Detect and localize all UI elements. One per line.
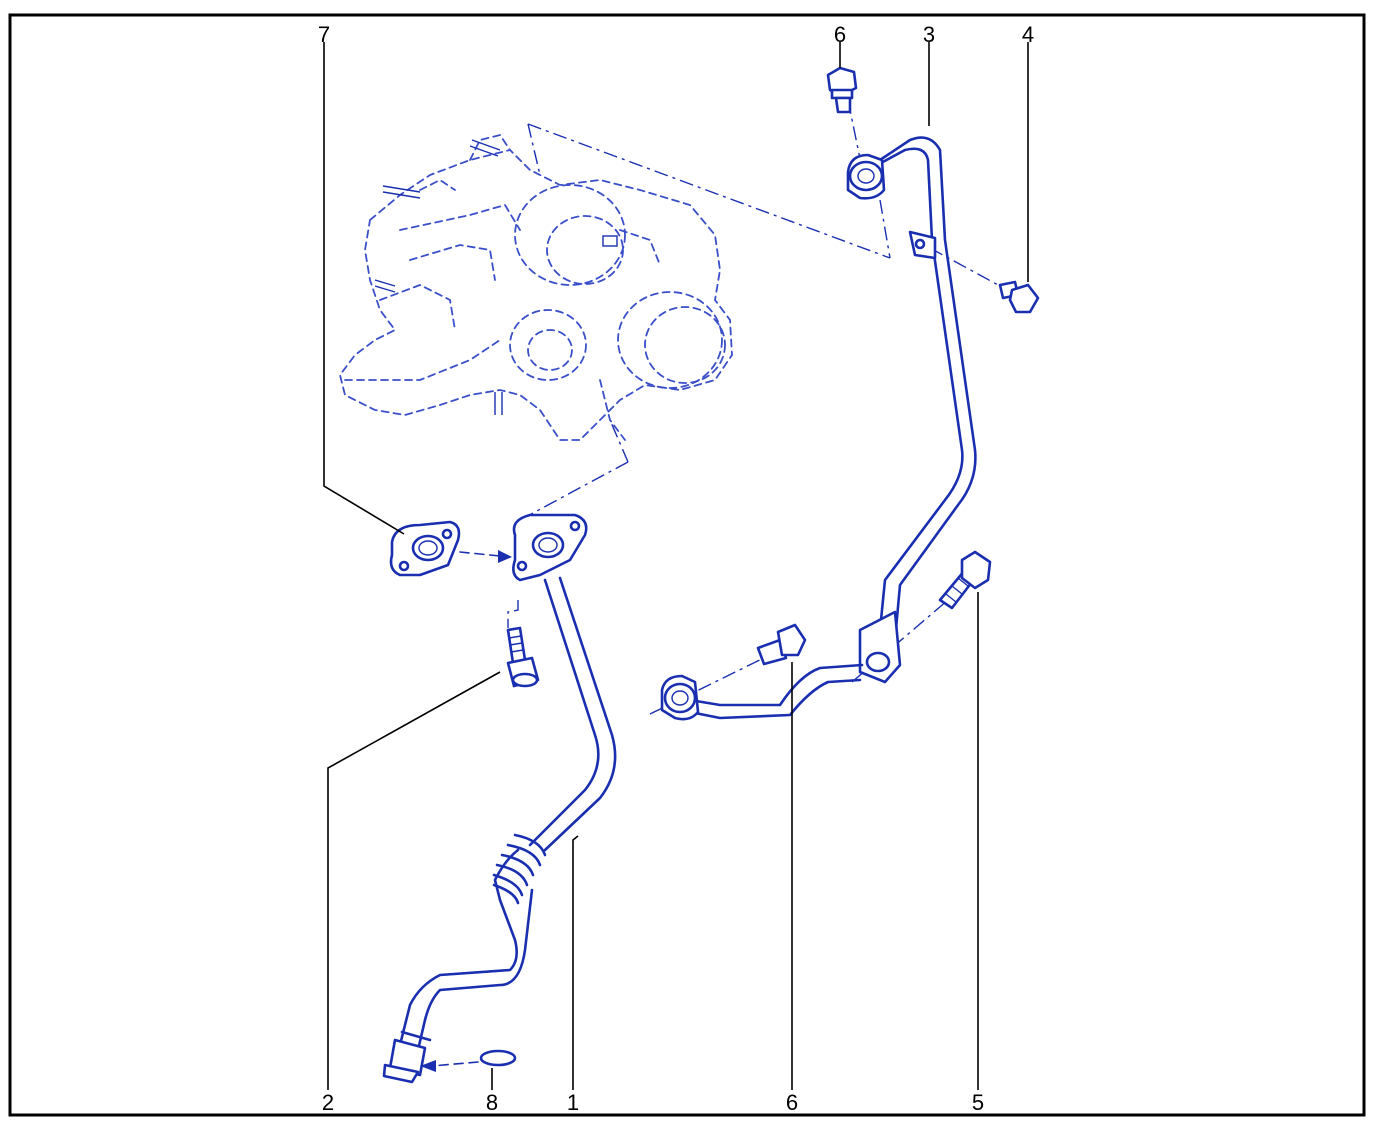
flange-bolt bbox=[506, 626, 540, 688]
oil-feed-pipe bbox=[660, 136, 977, 721]
callout-7: 7 bbox=[318, 22, 330, 47]
callout-labels: 7 6 3 4 2 8 1 6 5 bbox=[318, 22, 1034, 1115]
pipe-bracket-bolt bbox=[938, 550, 992, 610]
flange-gasket bbox=[389, 520, 512, 577]
turbocharger-ghost-outline bbox=[339, 133, 733, 441]
o-ring bbox=[420, 1049, 517, 1072]
callout-leaders bbox=[323, 42, 1029, 1090]
diagram-frame bbox=[8, 13, 1366, 1117]
banjo-bolt-bottom bbox=[756, 623, 807, 666]
callout-5: 5 bbox=[972, 1090, 984, 1115]
callout-6-top: 6 bbox=[834, 22, 846, 47]
callout-1: 1 bbox=[567, 1090, 579, 1115]
callout-4: 4 bbox=[1022, 22, 1034, 47]
bracket-bolt bbox=[998, 280, 1040, 314]
callout-8: 8 bbox=[486, 1090, 498, 1115]
callout-2: 2 bbox=[322, 1090, 334, 1115]
oil-return-pipe bbox=[382, 513, 617, 1084]
alignment-centerlines bbox=[507, 99, 1001, 715]
callout-3: 3 bbox=[923, 22, 935, 47]
banjo-bolt-top bbox=[826, 66, 858, 114]
callout-6-bottom: 6 bbox=[786, 1090, 798, 1115]
